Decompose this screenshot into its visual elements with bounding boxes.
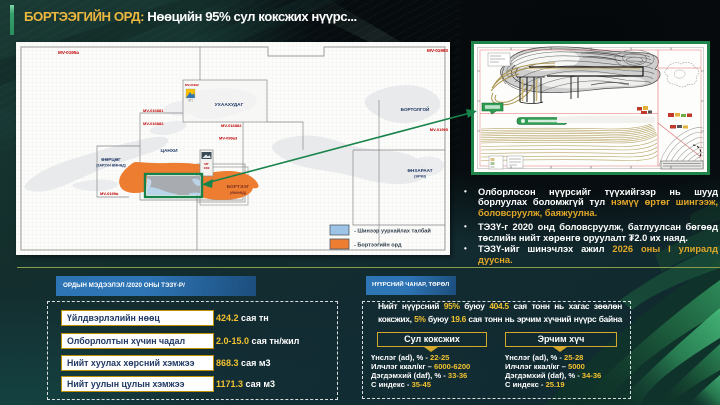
svg-text:MV-016882: MV-016882 xyxy=(221,123,242,128)
svg-text:- Шинээр уурхайлах талбай: - Шинээр уурхайлах талбай xyxy=(354,228,431,235)
svg-text:MV-0199a: MV-0199a xyxy=(100,191,119,196)
svg-text:- Бортээгийн орд: - Бортээгийн орд xyxy=(354,242,402,249)
svg-text:MV-0195a: MV-0195a xyxy=(58,50,79,55)
svg-text:ЦАНХИ: ЦАНХИ xyxy=(160,148,178,154)
svg-text:ӨӨРЦӨГ: ӨӨРЦӨГ xyxy=(101,157,121,162)
svg-text:(ЭРЧИ): (ЭРЧИ) xyxy=(414,175,426,179)
svg-text:MV-01995: MV-01995 xyxy=(430,127,449,132)
svg-text:(ЗАРУУН ӨМНӨД): (ЗАРУУН ӨМНӨД) xyxy=(96,164,126,168)
svg-text:БОРТЭЭГ: БОРТЭЭГ xyxy=(227,184,250,190)
svg-text:MV-016882: MV-016882 xyxy=(143,121,164,126)
svg-text:MV-01992: MV-01992 xyxy=(185,83,199,87)
svg-text:MV-016881: MV-016881 xyxy=(143,108,164,113)
svg-text:ХХК: ХХК xyxy=(204,166,210,170)
svg-text:MV-01993: MV-01993 xyxy=(427,48,448,53)
svg-text:БОРТОЛГОЙ: БОРТОЛГОЙ xyxy=(401,105,430,112)
svg-text:(ӨМНӨД): (ӨМНӨД) xyxy=(230,191,247,195)
svg-text:ӨНХАРААТ: ӨНХАРААТ xyxy=(407,168,432,173)
svg-text:МҮ: МҮ xyxy=(204,162,208,166)
svg-text:MV-099a3: MV-099a3 xyxy=(219,136,238,141)
svg-text:ЭТТ: ЭТТ xyxy=(188,100,193,103)
svg-text:УХААХУДАГ: УХААХУДАГ xyxy=(215,102,244,108)
